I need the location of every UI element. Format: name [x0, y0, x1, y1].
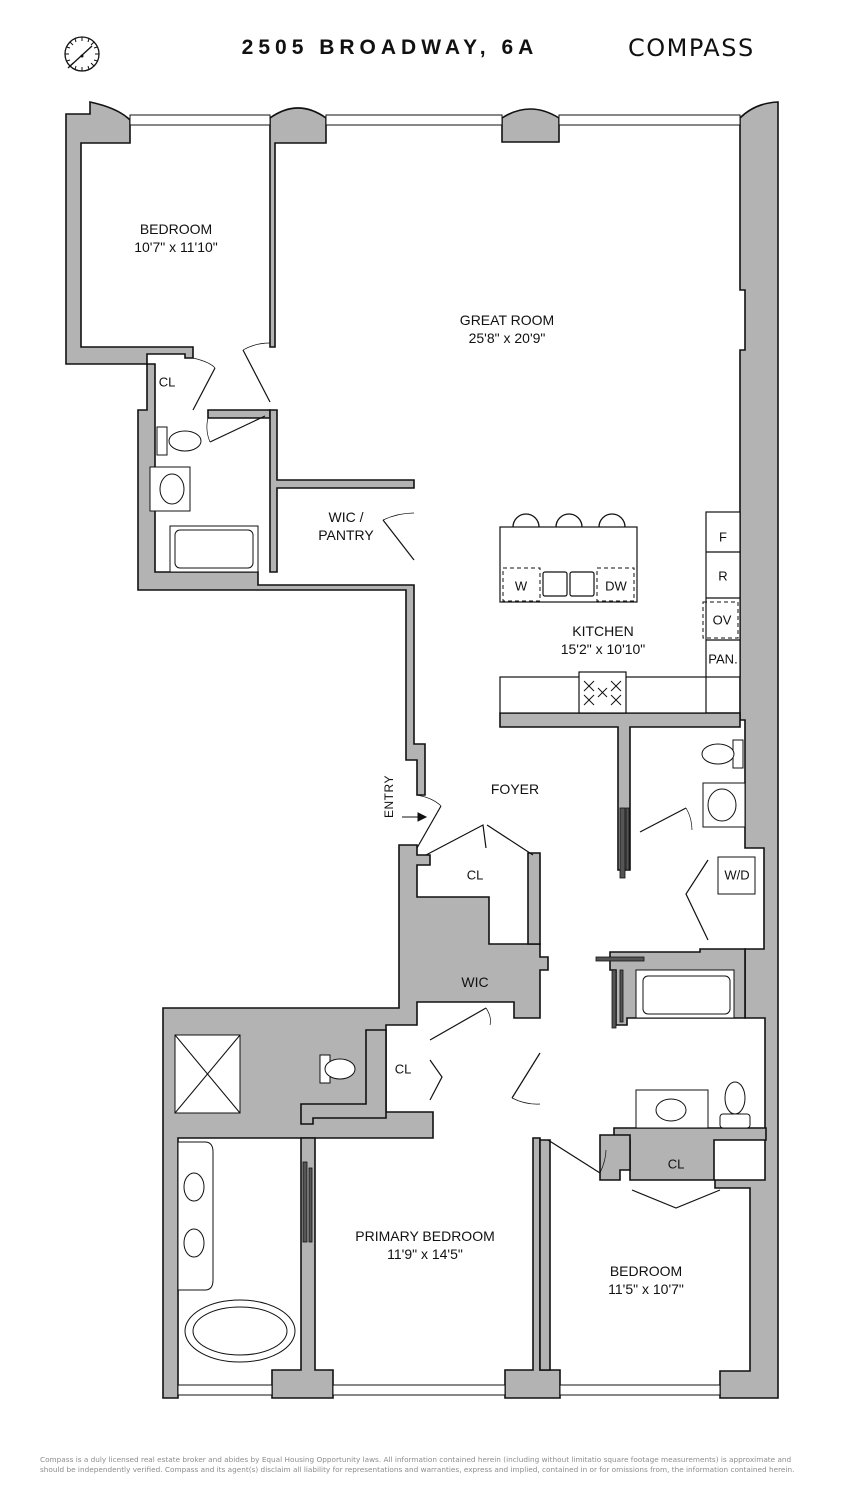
room-great-room: GREAT ROOM 25'8" x 20'9" [460, 311, 554, 347]
room-name-line1: WIC / [328, 509, 364, 525]
room-name: FOYER [490, 781, 540, 797]
room-bedroom-1: BEDROOM 10'7" x 11'10" [134, 220, 218, 256]
closet-label: CL [466, 867, 484, 883]
closet-label: CL [667, 1156, 685, 1172]
brand-logo: COMPASS [628, 34, 755, 62]
room-name: WIC [461, 974, 489, 990]
wall-foyer-closet-right [527, 852, 541, 945]
room-dims: 11'5" x 10'7" [608, 1281, 684, 1297]
wall-top-left [65, 101, 426, 796]
room-name: GREAT ROOM [459, 312, 555, 328]
room-name: PRIMARY BEDROOM [355, 1228, 495, 1244]
vanity-primary [177, 1141, 214, 1291]
room-dims: 15'2" x 10'10" [560, 641, 646, 657]
wall-bedroom2-closet [599, 1134, 631, 1181]
wall-bath3-bottom [613, 1127, 767, 1181]
wall-column-bottom-2 [504, 1137, 561, 1399]
window-top-3 [558, 114, 741, 126]
room-name-line2: PANTRY [318, 527, 374, 543]
sink-left [542, 571, 568, 597]
washer-dryer-label: W/D [724, 867, 750, 883]
washer-label: W [514, 578, 528, 594]
toilet-primary [324, 1058, 356, 1080]
window-bottom-1 [177, 1384, 273, 1396]
toilet-bath3 [724, 1081, 746, 1115]
wall-column-top-1 [269, 107, 327, 348]
washer-dryer [717, 856, 756, 895]
window-bottom-3 [559, 1384, 721, 1396]
wall-bedroom1-bath [207, 409, 271, 419]
wall-right [714, 101, 779, 1399]
wall-primary-bath-inner [300, 1029, 387, 1125]
room-foyer: FOYER [491, 780, 539, 798]
window-top-1 [129, 114, 271, 126]
wall-kitchen-bottom [499, 712, 741, 871]
freezer-label: F [719, 529, 727, 545]
room-primary-bedroom: PRIMARY BEDROOM 11'9" x 14'5" [355, 1227, 495, 1263]
room-kitchen: KITCHEN 15'2" x 10'10" [561, 622, 646, 658]
window-top-2 [325, 114, 503, 126]
room-wic-pantry: WIC / PANTRY [318, 508, 374, 544]
room-wic: WIC [461, 973, 488, 991]
wall-bedroom2-left [539, 1139, 551, 1371]
room-dims: 11'9" x 14'5" [387, 1246, 463, 1262]
closet-label: CL [158, 374, 176, 390]
header: 2505 BROADWAY, 6A COMPASS [0, 0, 844, 90]
dishwasher-label: DW [605, 578, 627, 594]
wall-column-top-2 [501, 108, 560, 143]
wall-column-bottom-1 [271, 1137, 334, 1399]
window-bottom-2 [332, 1384, 506, 1396]
property-title: 2505 BROADWAY, 6A [241, 36, 539, 59]
closet-label: CL [394, 1061, 412, 1077]
room-dims: 10'7" x 11'10" [134, 239, 218, 255]
pantry-label: PAN. [708, 651, 738, 667]
compass-rose-icon [62, 34, 102, 74]
wall-primary-left [162, 844, 549, 1399]
toilet-bath2 [701, 743, 735, 765]
entry-label: ENTRY [382, 775, 396, 818]
kitchen-island [499, 526, 638, 603]
fridge-column [705, 511, 741, 678]
toilet-bath1 [168, 430, 202, 452]
room-name: BEDROOM [609, 1263, 683, 1279]
disclaimer: Compass is a duly licensed real estate b… [40, 1455, 795, 1474]
wall-bath1-right [269, 409, 415, 573]
room-bedroom-2: BEDROOM 11'5" x 10'7" [608, 1262, 684, 1298]
room-name: KITCHEN [572, 623, 634, 639]
oven-label: OV [712, 612, 732, 628]
sink-right [569, 571, 595, 597]
room-dims: 25'8" x 20'9" [468, 330, 546, 346]
room-name: BEDROOM [139, 221, 213, 237]
refrigerator-label: R [718, 568, 728, 584]
